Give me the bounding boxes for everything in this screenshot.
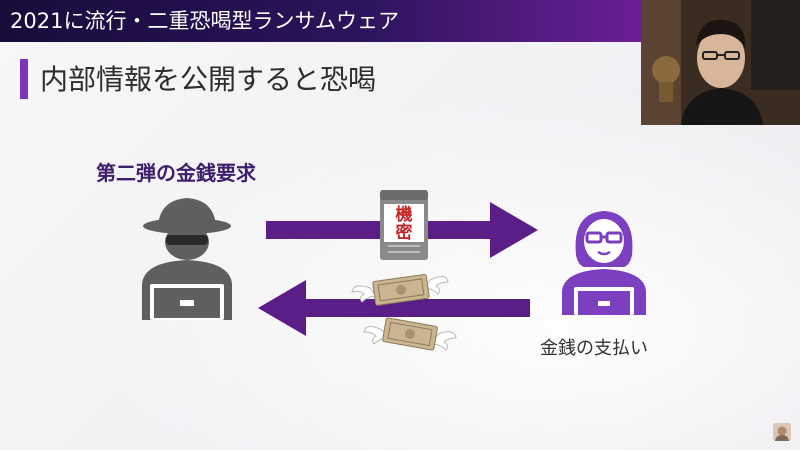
title-accent-bar bbox=[20, 59, 28, 99]
presenter-image bbox=[641, 0, 800, 125]
payment-label: 金銭の支払い bbox=[540, 338, 648, 359]
victim-icon bbox=[562, 211, 646, 315]
arrow-to-hacker bbox=[258, 280, 530, 336]
confidential-stamp: 機密 bbox=[395, 205, 413, 243]
demand-label: 第二弾の金銭要求 bbox=[96, 161, 256, 185]
banner-title: 2021に流行・二重恐喝型ランサムウェア bbox=[10, 9, 400, 33]
winged-money-icon bbox=[363, 317, 457, 351]
participant-avatar bbox=[773, 423, 791, 441]
hacker-icon bbox=[142, 198, 232, 320]
confidential-document-icon: 機密 bbox=[378, 188, 430, 262]
winged-money-icon bbox=[351, 273, 449, 306]
page-title: 内部情報を公開すると恐喝 bbox=[40, 63, 377, 96]
presenter-webcam bbox=[641, 0, 800, 125]
participant-thumbnail bbox=[773, 423, 791, 441]
